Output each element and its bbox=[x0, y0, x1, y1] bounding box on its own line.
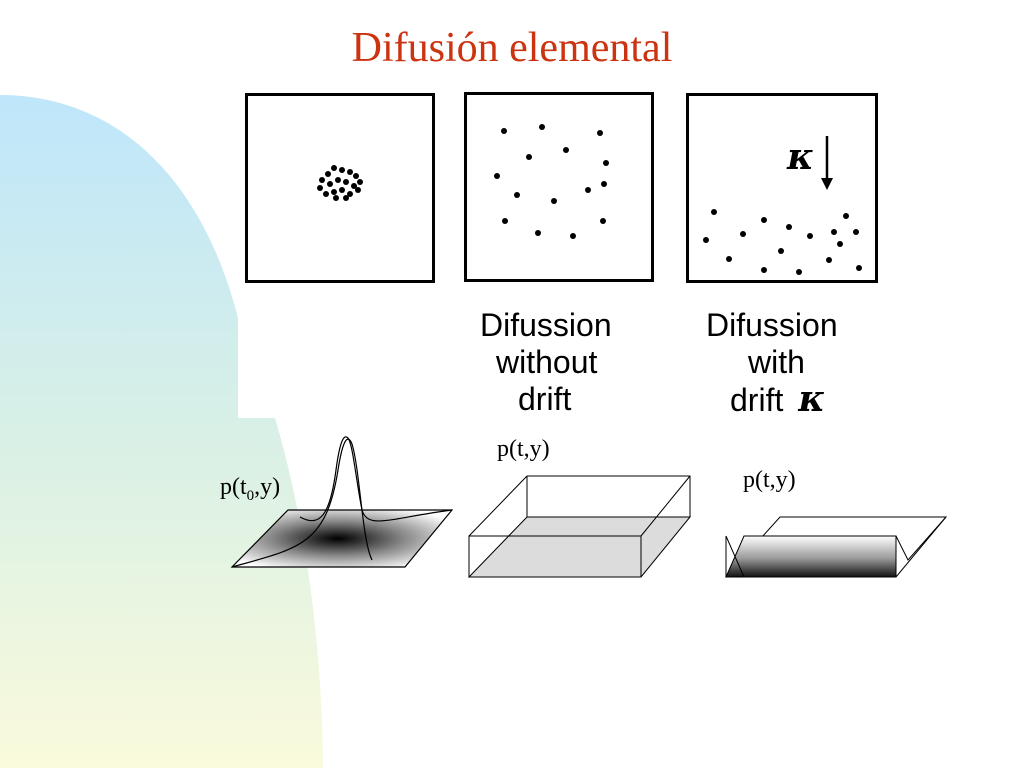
particle-dot bbox=[343, 195, 349, 201]
particle-dot bbox=[319, 177, 325, 183]
particle-dot bbox=[353, 173, 359, 179]
initial-peak-curve bbox=[299, 436, 453, 522]
particle-dot bbox=[778, 248, 784, 254]
particle-dot bbox=[339, 187, 345, 193]
particle-dot bbox=[740, 231, 746, 237]
particle-dot bbox=[351, 183, 357, 189]
particle-dot bbox=[843, 213, 849, 219]
particle-dot bbox=[563, 147, 569, 153]
label-prefix: p(t bbox=[220, 474, 247, 500]
particle-dot bbox=[807, 233, 813, 239]
particle-dot bbox=[726, 256, 732, 262]
particle-dot bbox=[331, 189, 337, 195]
particle-dot bbox=[494, 173, 500, 179]
particle-dot bbox=[317, 185, 323, 191]
particle-dot bbox=[502, 218, 508, 224]
initial-peak-curve-front bbox=[231, 438, 373, 568]
particle-dot bbox=[333, 195, 339, 201]
uniform-front-face bbox=[468, 535, 642, 578]
caption-no-drift: Difussion without drift bbox=[480, 307, 612, 418]
caption-line: with bbox=[748, 344, 805, 380]
particle-dot bbox=[711, 209, 717, 215]
arrow-down-icon bbox=[821, 136, 833, 190]
kappa-symbol: κ bbox=[787, 136, 814, 178]
particle-dot bbox=[703, 237, 709, 243]
drift-front-face bbox=[725, 535, 897, 578]
initial-distribution-plot bbox=[230, 436, 454, 568]
particle-dot bbox=[539, 124, 545, 130]
particle-dot bbox=[853, 229, 859, 235]
label-no-drift-distribution: p(t,y) bbox=[497, 436, 550, 462]
particle-dot bbox=[339, 167, 345, 173]
particle-dot bbox=[831, 229, 837, 235]
particle-dot bbox=[585, 187, 591, 193]
caption-line: drift bbox=[518, 381, 572, 417]
particle-dot bbox=[347, 191, 353, 197]
particle-dot bbox=[837, 241, 843, 247]
particle-dot bbox=[856, 265, 862, 271]
particle-dot bbox=[343, 179, 349, 185]
uniform-distribution-plot bbox=[467, 475, 692, 578]
particle-dot bbox=[535, 230, 541, 236]
caption-line: drift bbox=[730, 382, 784, 418]
particle-dot bbox=[551, 198, 557, 204]
caption-line-group: drift κ bbox=[706, 381, 838, 419]
drift-distribution-plot bbox=[724, 516, 948, 578]
particle-dot bbox=[327, 181, 333, 187]
particle-dot bbox=[355, 187, 361, 193]
particle-dot bbox=[796, 269, 802, 275]
particle-dot bbox=[325, 171, 331, 177]
particle-dot bbox=[786, 224, 792, 230]
particle-dot bbox=[526, 154, 532, 160]
caption-line: Difussion bbox=[706, 307, 838, 343]
particle-dot bbox=[761, 267, 767, 273]
particle-dot bbox=[761, 217, 767, 223]
particle-dot bbox=[597, 130, 603, 136]
particle-dot bbox=[601, 181, 607, 187]
label-drift-distribution: p(t,y) bbox=[743, 467, 796, 493]
initial-base-plane bbox=[230, 509, 454, 568]
particle-dot bbox=[600, 218, 606, 224]
caption-drift: Difussion with drift κ bbox=[706, 307, 838, 419]
uniform-base bbox=[467, 516, 692, 578]
particle-dot bbox=[514, 192, 520, 198]
caption-line: Difussion bbox=[480, 307, 612, 343]
kappa-symbol-caption: κ bbox=[798, 378, 826, 420]
particle-dot bbox=[331, 165, 337, 171]
drift-left-edges bbox=[725, 535, 745, 578]
uniform-side-edges bbox=[468, 475, 691, 537]
label-subscript: 0 bbox=[246, 487, 255, 504]
panel-no-drift bbox=[464, 92, 654, 282]
label-initial-distribution: p(t0,y) bbox=[220, 474, 280, 505]
particle-dot bbox=[323, 191, 329, 197]
uniform-back-edges bbox=[526, 475, 691, 517]
particle-dot bbox=[603, 160, 609, 166]
particle-dot bbox=[570, 233, 576, 239]
label-suffix: ,y) bbox=[254, 474, 281, 500]
caption-line: without bbox=[496, 344, 598, 380]
particle-dot bbox=[826, 257, 832, 263]
particle-dot bbox=[357, 179, 363, 185]
particle-dot bbox=[347, 169, 353, 175]
particle-dot bbox=[335, 177, 341, 183]
particle-dot bbox=[501, 128, 507, 134]
slide-title: Difusión elemental bbox=[351, 25, 673, 71]
drift-right-edges bbox=[895, 516, 947, 561]
